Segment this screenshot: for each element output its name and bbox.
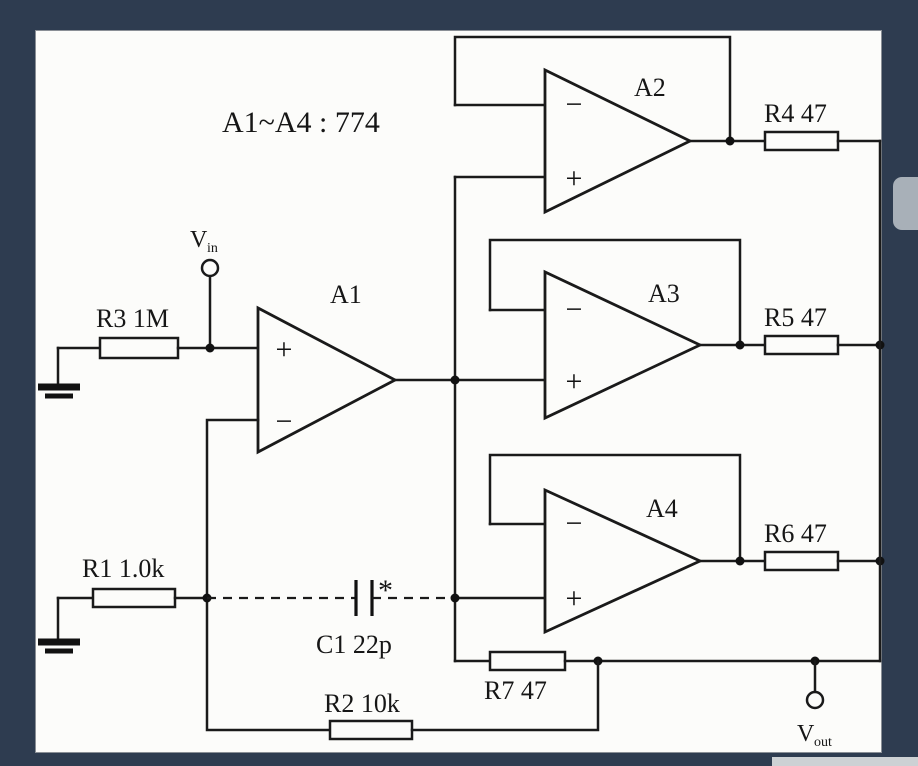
resistor-r2: R2 10k <box>324 659 600 741</box>
capacitor-c1-label: C1 22p <box>316 630 392 659</box>
c1-asterisk-note: * <box>378 574 393 607</box>
opamp-a4-label: A4 <box>646 494 678 523</box>
resistor-r4-label: R4 47 <box>764 99 827 128</box>
wire-a4-feedback <box>488 453 742 563</box>
a2-plus-sign: + <box>566 162 583 195</box>
vin-terminal: V in <box>190 227 220 353</box>
resistor-r5-label: R5 47 <box>764 303 827 332</box>
opamp-a3-label: A3 <box>648 279 680 308</box>
resistor-r1-label: R1 1.0k <box>82 554 164 583</box>
resistor-r4: R4 47 <box>763 99 882 152</box>
bottom-strip <box>772 757 918 766</box>
wire-a1-inverting-rail <box>205 418 332 732</box>
side-tab <box>893 177 918 230</box>
ground-symbol-bottom <box>38 596 80 654</box>
a4-minus-sign: − <box>566 507 583 540</box>
junction-dot <box>450 593 460 603</box>
a4-plus-sign: + <box>566 582 583 615</box>
vout-label: V <box>797 721 815 747</box>
junction-dot <box>735 340 745 350</box>
opamp-a3: − + A3 <box>488 238 767 421</box>
capacitor-c1: * C1 22p <box>207 574 455 659</box>
resistor-r6-label: R6 47 <box>764 519 827 548</box>
junction-dot <box>735 556 745 566</box>
wire-signal-bus <box>393 175 547 663</box>
resistor-r3: R3 1M <box>56 304 260 360</box>
opamp-a2: − + A2 <box>453 35 767 215</box>
vout-label-sub: out <box>814 735 832 750</box>
a3-plus-sign: + <box>566 365 583 398</box>
wire-a2-feedback <box>453 35 732 143</box>
a3-minus-sign: − <box>566 293 583 326</box>
schematic-title: A1~A4 : 774 <box>222 106 380 139</box>
resistor-r7: R7 47 <box>453 650 882 705</box>
resistor-r6: R6 47 <box>763 519 885 572</box>
ground-symbol-top <box>38 346 80 399</box>
a1-plus-sign: + <box>276 333 293 366</box>
vin-label-sub: in <box>207 241 218 256</box>
junction-dot <box>450 375 460 385</box>
resistor-r7-label: R7 47 <box>484 676 547 705</box>
opamp-a4: − + A4 <box>488 453 767 635</box>
opamp-a1-label: A1 <box>330 280 362 309</box>
resistor-r1: R1 1.0k <box>56 554 212 609</box>
opamp-a2-label: A2 <box>634 73 666 102</box>
resistor-r3-label: R3 1M <box>96 304 169 333</box>
a2-minus-sign: − <box>566 88 583 121</box>
a1-minus-sign: − <box>276 405 293 438</box>
resistor-r2-label: R2 10k <box>324 689 400 718</box>
vin-terminal-circle <box>200 258 220 278</box>
vout-terminal-circle <box>805 690 825 710</box>
vout-terminal: V out <box>797 659 832 750</box>
wire-a3-feedback <box>488 238 742 347</box>
opamp-a1: + − A1 <box>256 280 399 455</box>
vin-label: V <box>190 227 208 253</box>
schematic-panel <box>35 30 882 753</box>
resistor-r5: R5 47 <box>763 303 885 356</box>
junction-dot <box>205 343 215 353</box>
junction-dot <box>725 136 735 146</box>
